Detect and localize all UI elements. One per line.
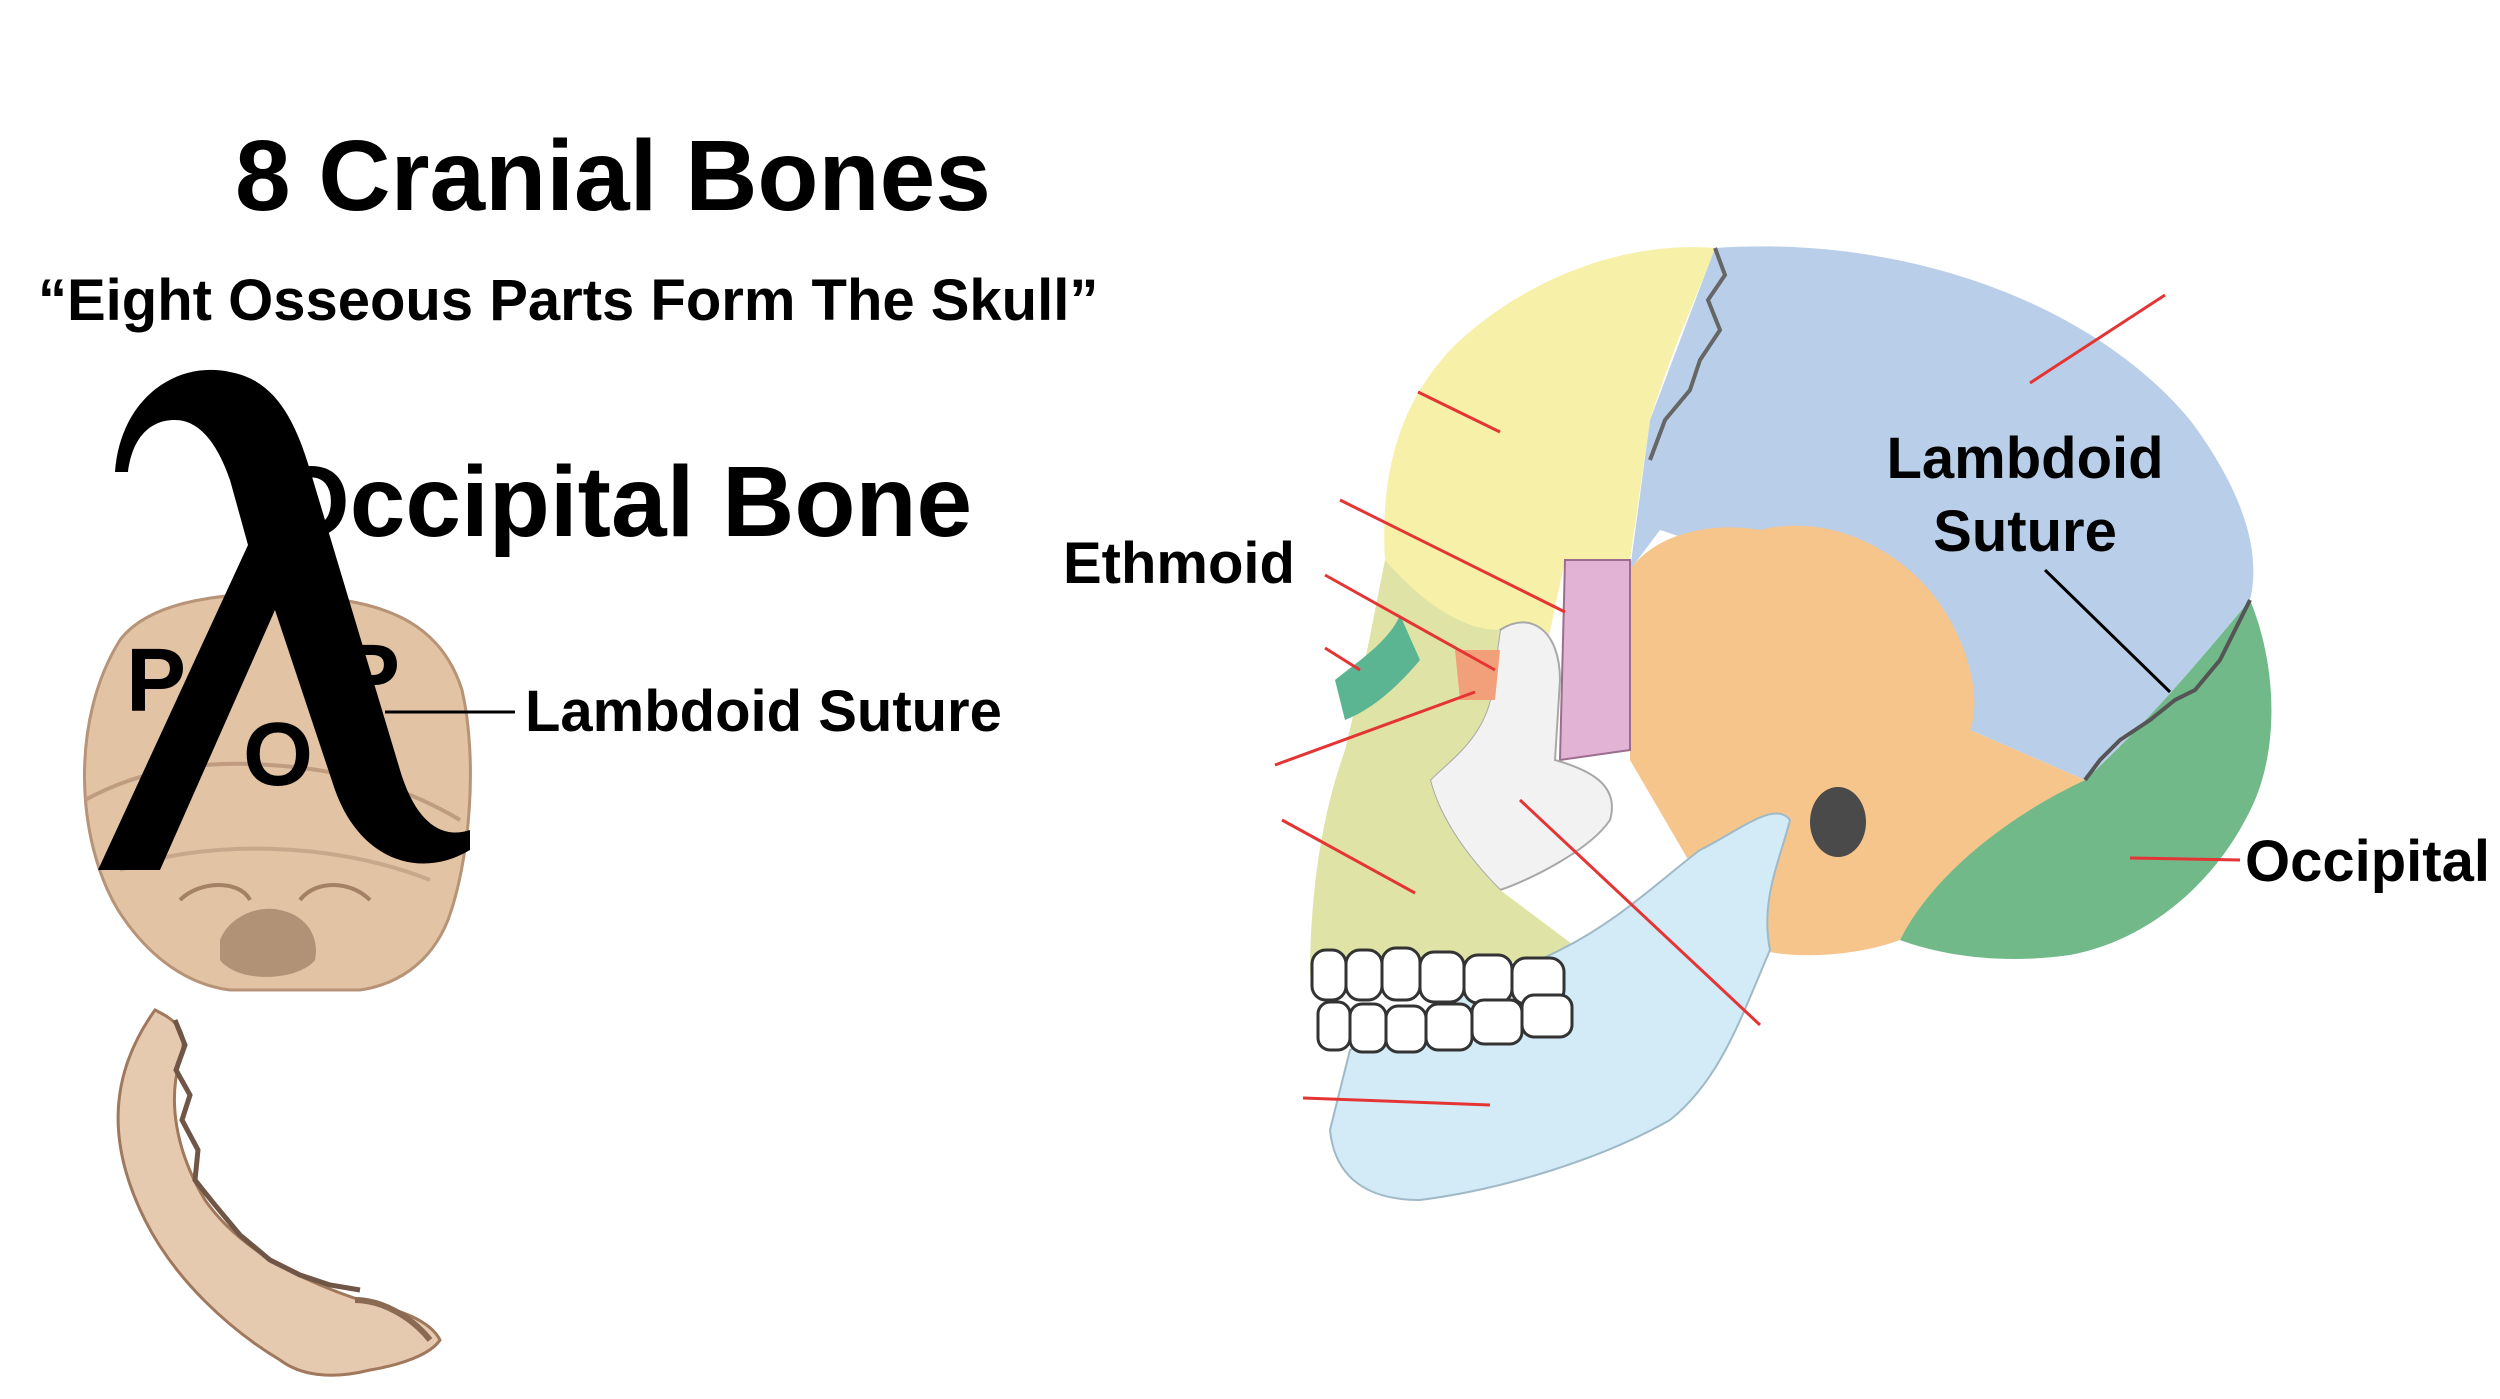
page-title: 8 Cranial Bones: [235, 126, 991, 226]
sphenoid-bone: [1560, 560, 1630, 760]
ethmoid-label: Ethmoid: [1063, 535, 1295, 593]
letter-p-right: P: [340, 632, 400, 722]
letter-o: O: [243, 710, 313, 800]
occipital-label: Occipital: [2245, 833, 2490, 891]
letter-p-left: P: [126, 636, 186, 726]
teeth: [1312, 948, 1572, 1052]
lambdoid-suture-label-right: Lambdoid Suture: [1880, 422, 2170, 568]
mnemonic-text: “Eight Osseous Parts Form The Skull”: [38, 272, 1098, 330]
bone-name-heading: Occipital Bone: [272, 452, 972, 552]
ear-canal: [1810, 787, 1866, 857]
lambdoid-suture-label-left: Lambdoid Suture: [525, 683, 1002, 741]
lacrimal-bone: [1455, 650, 1500, 700]
